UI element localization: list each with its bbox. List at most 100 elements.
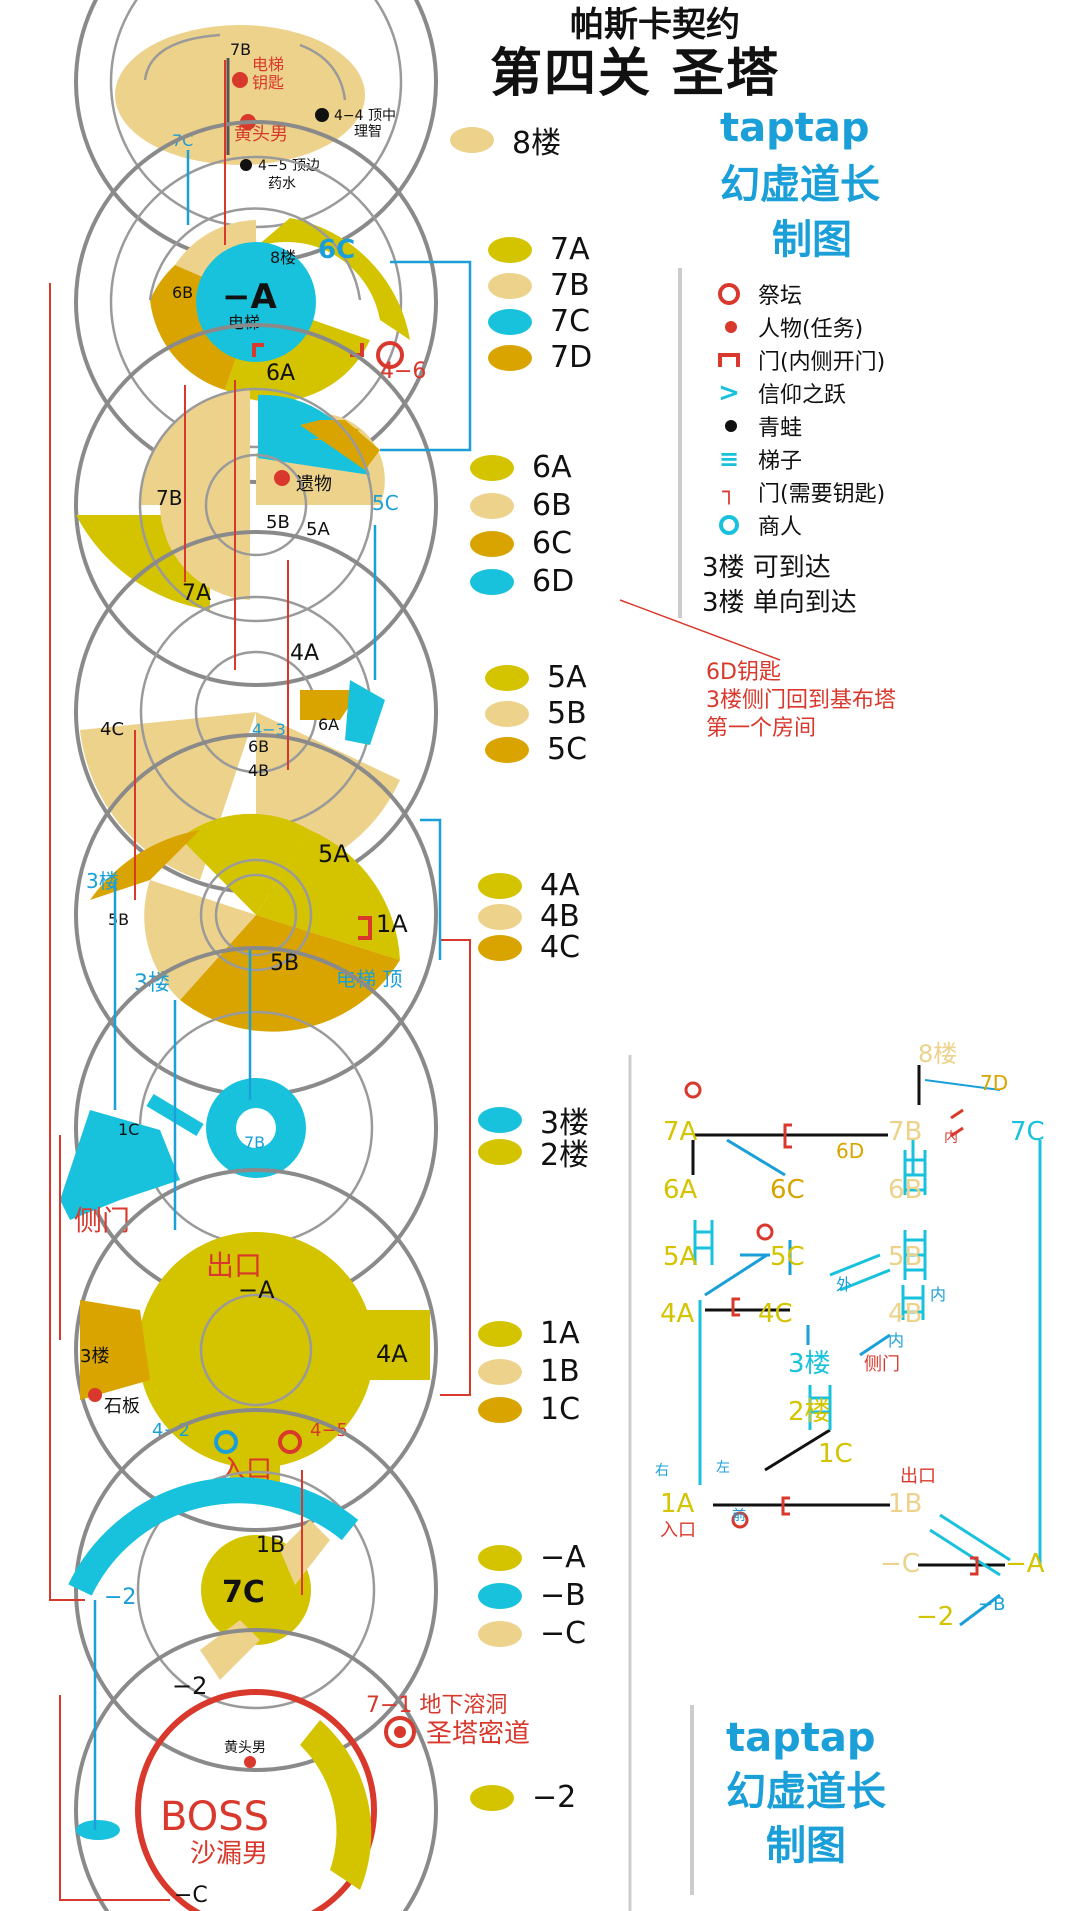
legend-label: 5A [547,660,587,695]
floor-1-outer-ring [74,1168,438,1532]
symbol-label: 人物(任务) [758,317,864,342]
fm1-label: −2 [104,1585,136,1610]
symbol-legend-item: 商人 [712,509,802,541]
legend-item: 2楼 [478,1130,589,1174]
legend-item: 4C [478,930,580,965]
map-subtitle: 帕斯卡契约 [570,5,740,45]
f8-label: 4−4 顶中 [334,108,396,124]
flow-node: 右 [655,1463,669,1479]
f5-label: 6A [318,715,339,734]
f1-label: 4−5 [310,1420,348,1441]
flow-node: 4B [888,1299,922,1329]
f8-label: 7B [230,40,251,59]
credit-line: 制图 [772,217,852,263]
f4-label: 1A [376,910,408,938]
legend-item: 5A [485,660,587,695]
symbol-legend-item: ≡梯子 [712,443,802,475]
f7-label: 6C [318,235,355,265]
legend-label: 7D [550,340,593,375]
f7-label: 6B [172,283,193,302]
inner-door-icon [358,916,372,940]
f8-label: 钥匙 [252,73,284,92]
legend-swatch [478,1620,522,1647]
symbol-label: 商人 [758,515,803,540]
legend-swatch [478,872,522,899]
f4-label: 5B [108,910,129,929]
legend-swatch [450,127,494,153]
flow-node: 5A [663,1242,698,1272]
flow-node: 6D [836,1139,864,1163]
flow-node: −2 [916,1602,954,1632]
f1-label: −A [238,1276,275,1304]
legend-item: 7B [488,268,590,303]
fm1-label: 7C [222,1575,265,1610]
flow-node: 3楼 [788,1349,831,1379]
legend-swatch [478,1139,522,1165]
legend-label: 5C [547,732,588,767]
legend-item: 1C [478,1392,580,1427]
f5-label: 4B [248,761,269,780]
inner-door-icon [731,1297,740,1317]
boss-arena [135,1689,377,1911]
legend-swatch [470,492,514,519]
flow-node: 内 [930,1285,946,1304]
symbol-label: 青蛙 [758,416,803,441]
symbol-label: 信仰之跃 [758,383,847,408]
fm1-label: −2 [172,1672,207,1700]
altar-icon [376,341,404,369]
flow-node: 入口 [660,1520,696,1541]
note-6d-line: 第一个房间 [706,716,817,741]
f8-label: 理智 [354,124,382,140]
f8-label: 电梯 [252,55,284,74]
route-flow-diagram: 8楼 7D 7A 7B 7C 内 6D 6A 6C 6B 5A 5C 5B 外 … [628,1040,1045,1911]
flow-node: 7B [888,1117,922,1147]
legend-label: 4B [540,899,580,934]
flow-node: 7A [663,1117,698,1147]
legend-label: 5B [547,696,587,731]
frog-icon [240,159,252,171]
legend-swatch [485,664,529,691]
f4-label: 3楼 [86,869,119,893]
stone-slab-npc-icon [88,1388,102,1402]
legend-swatch [470,454,514,481]
legend-item: 6B [470,488,572,523]
legend-label: 8楼 [512,126,562,161]
f5-label: 4A [290,641,319,666]
note-6d-line: 6D钥匙 [706,660,781,685]
symbol-label: 梯子 [758,449,803,474]
legend-label: 6A [532,450,572,485]
flow-node: 1C [818,1439,853,1469]
fm2-label: 圣塔密道 [426,1719,530,1749]
legend-label: 7B [550,268,590,303]
legend-swatch [470,530,514,557]
legend-label: 3楼 [540,1106,590,1141]
legend-item: 5B [485,696,587,731]
floor-1-map: 出口 −A 3楼 4A 石板 4−2 4−5 入口 [74,1168,438,1532]
floor-minus2-outer-ring [74,1628,438,1911]
npc-icon [712,321,746,333]
f6-label: 7B [156,486,182,510]
flow-node: 5C [770,1242,805,1272]
f5-label: 4C [100,719,124,740]
f7-label: 电梯 [228,313,260,332]
legend-label: 6B [532,488,572,523]
flow-node: 侧门 [864,1354,900,1375]
f5-label: 6B [248,737,269,756]
flow-node: 6A [663,1175,698,1205]
legend-item: 1B [478,1354,580,1389]
credit-line: 幻虚道长 [720,162,880,208]
flow-node: 内 [888,1331,904,1350]
legend-swatch [478,1320,522,1347]
f6-label: 遗物 [296,474,332,495]
legend-item: 6C [470,526,572,561]
flow-node: −B [978,1594,1005,1615]
legend-label: 1A [540,1316,580,1351]
f8-label: 黄头男 [234,124,288,145]
legend-swatch [478,1544,522,1571]
legend-label: 7A [550,232,590,267]
map-connection-lines [49,60,472,1901]
frog-icon [712,420,746,432]
flow-node: 5B [888,1242,922,1272]
legend-label: 6C [532,526,573,561]
altar-icon [731,1511,749,1529]
